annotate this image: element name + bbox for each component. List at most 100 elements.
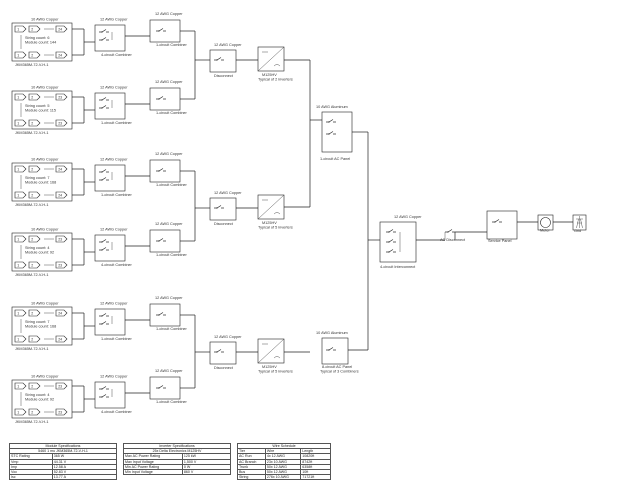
combiner-label: 4-circuit Combiner (101, 410, 133, 414)
contact-dot (388, 251, 390, 253)
module-number: 2 (31, 96, 33, 100)
pv-module-icon: 1 (14, 309, 27, 317)
string-wire-label: 10 AWG Copper (31, 158, 59, 162)
pv-module-icon: 2 (28, 51, 41, 59)
combiner-wire-label: 12 AWG Copper (100, 86, 128, 90)
wire-line (257, 194, 285, 220)
contact-dot (494, 221, 496, 223)
breaker-icon (99, 321, 109, 325)
wire-line (101, 394, 107, 398)
contact-dot (101, 323, 103, 325)
string-wire-label: 10 AWG Copper (31, 228, 59, 232)
pv-module-icon: 1 (14, 119, 27, 127)
string-count: String count: 6 (25, 36, 49, 40)
module-number: 1 (17, 411, 19, 415)
module-number: 2 (31, 238, 33, 242)
ac-disconnect: AC Disconnect (440, 229, 487, 242)
pv-module-icon: 2 (28, 261, 41, 269)
spec-key: Isc (9, 474, 53, 481)
pv-module-shape (28, 51, 41, 59)
module-model: JKM365M-72-V-H-1 (15, 63, 49, 67)
ac-panel-wire-label: 10 AWG Aluminum (316, 105, 348, 109)
breaker-icon (214, 57, 224, 61)
meter-icon (540, 217, 551, 228)
pv-module-shape (28, 235, 41, 243)
wire-line (494, 219, 500, 223)
module-number: 24 (58, 54, 62, 58)
disconnect-label: Disconnect (214, 366, 234, 370)
grid-tower-icon (576, 216, 583, 229)
pv-module-icon: 1 (14, 335, 27, 343)
trunk-wire-label: 12 AWG Copper (214, 191, 242, 195)
module-number: 1 (17, 54, 19, 58)
pv-module-shape (55, 93, 68, 101)
string-count: String count: 4 (25, 246, 49, 250)
contact-dot (328, 121, 330, 123)
module-model: JKM365M-72-V-H-1 (15, 347, 49, 351)
contact-dot (328, 349, 330, 351)
module-count: Module count: 168 (25, 181, 56, 185)
module-number: 2 (31, 338, 33, 342)
combiner-wire-label: 12 AWG Copper (155, 296, 183, 300)
inverter-symbol (262, 343, 281, 359)
combiner-label: 1-circuit Combiner (156, 327, 188, 331)
inverter-symbol (262, 199, 281, 215)
combiner-wire-label: 12 AWG Copper (155, 369, 183, 373)
string-wire-label: 10 AWG Copper (31, 86, 59, 90)
combiner-wire-label: 12 AWG Copper (155, 80, 183, 84)
pv-module-shape (28, 25, 41, 33)
contact-dot (447, 231, 449, 233)
pv-module-shape (14, 382, 27, 390)
disconnect-box (209, 341, 237, 365)
module-model: JKM365M-72-V-H-1 (15, 131, 49, 135)
pv-module-shape (28, 335, 41, 343)
table-cell: String (237, 474, 266, 481)
main-bus (348, 131, 380, 351)
wire-line (101, 177, 107, 181)
disconnect-label: Disconnect (214, 222, 234, 226)
module-number: 23 (58, 385, 62, 389)
pv-module-shape (55, 165, 68, 173)
pv-module-shape (14, 51, 27, 59)
pv-module-shape (28, 165, 41, 173)
breaker-icon (99, 247, 109, 251)
combiner-wire-label: 12 AWG Copper (100, 158, 128, 162)
table-cell: 276x 10 AWG (264, 474, 302, 481)
breaker-icon (386, 239, 396, 243)
inverter-note: Typical of 5 inverters (258, 370, 293, 374)
combiner-label: 1-circuit Combiner (156, 111, 188, 115)
pv-module-shape (14, 119, 27, 127)
pv-module-icon: 2 (28, 165, 41, 173)
service-panel: Service Panel (486, 210, 538, 243)
wire-line (101, 97, 107, 101)
combiner-wire-label: 12 AWG Copper (100, 228, 128, 232)
interconnect-label: 4-circuit Interconnect (380, 265, 416, 269)
module-number: 2 (31, 168, 33, 172)
combiner-label: 1-circuit Combiner (101, 193, 133, 197)
wire-line (388, 249, 394, 253)
module-number: 24 (58, 168, 62, 172)
module-number: 1 (17, 28, 19, 32)
contact-dot (158, 170, 160, 172)
spec-tables: Module Specifications 5460 1 mu JKM365M-… (9, 442, 619, 489)
pv-module-icon: 1 (14, 191, 27, 199)
pv-module-shape (55, 261, 68, 269)
contact-dot (158, 98, 160, 100)
pv-module-icon: 2 (28, 309, 41, 317)
pv-module-shape (14, 261, 27, 269)
contact-dot (101, 99, 103, 101)
service-panel-box (486, 210, 518, 240)
wire-line (101, 313, 107, 317)
inverter-symbol (262, 51, 281, 67)
breaker-icon (156, 312, 166, 316)
pv-module-shape (28, 93, 41, 101)
meter-label: Meter (540, 229, 550, 233)
string-count: String count: 5 (25, 104, 49, 108)
disconnect-label: Disconnect (214, 74, 234, 78)
inverter-model: M125HV (262, 73, 277, 77)
breaker-icon (492, 219, 502, 223)
